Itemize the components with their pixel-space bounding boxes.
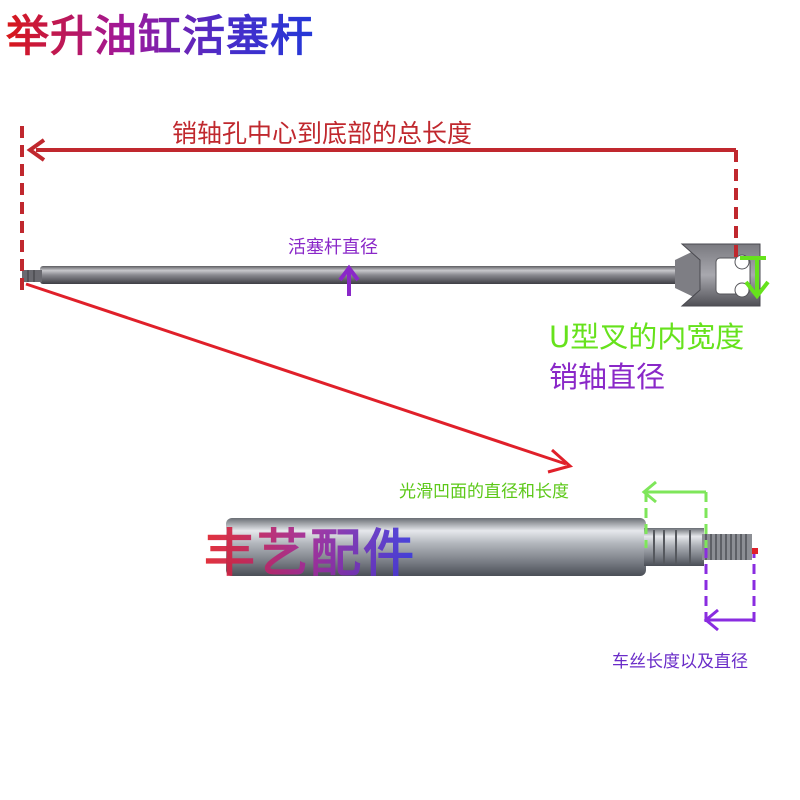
piston-rod-photo xyxy=(22,248,700,300)
thread-tip-mark xyxy=(752,548,758,554)
groove-label: 光滑凹面的直径和长度 xyxy=(399,482,569,502)
rod-detail-photo xyxy=(226,518,752,576)
pin-diameter-label: 销轴直径 xyxy=(549,360,666,394)
total-length-label: 销轴孔中心到底部的总长度 xyxy=(172,119,473,148)
u-fork-width-label: U型叉的内宽度 xyxy=(549,320,745,354)
watermark-text: 丰艺配件 xyxy=(204,512,416,586)
thread-label: 车丝长度以及直径 xyxy=(612,652,748,672)
detail-pointer-arrow xyxy=(25,282,574,474)
groove-dimension xyxy=(641,480,708,548)
rod-diameter-label: 活塞杆直径 xyxy=(288,237,378,258)
page-title: 举升油缸活塞杆 xyxy=(6,2,314,64)
u-fork-width-arrow xyxy=(740,256,770,300)
total-length-dimension xyxy=(20,126,738,290)
thread-dimension xyxy=(703,548,756,632)
rod-diameter-arrow xyxy=(338,264,360,296)
